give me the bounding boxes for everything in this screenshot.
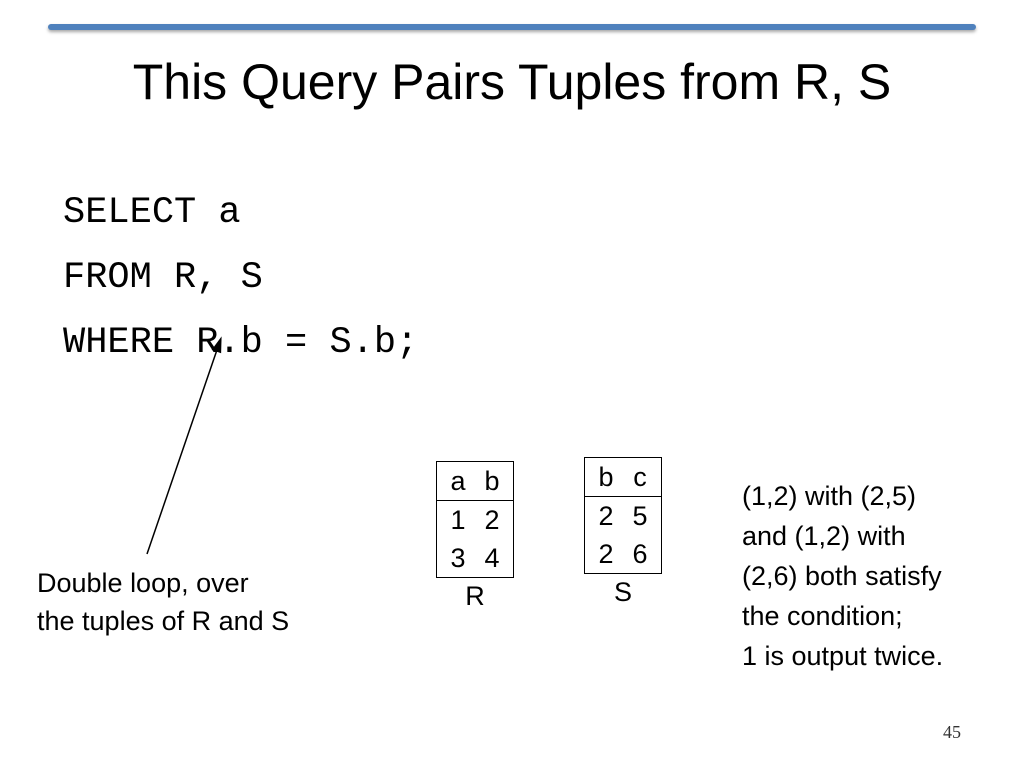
page-number: 45 xyxy=(943,722,961,742)
sql-line-where: WHERE R.b = S.b; xyxy=(63,322,419,364)
relation-s-cell: 5 xyxy=(632,501,648,531)
relation-s-header-cell: c xyxy=(633,462,647,492)
relation-s-cell: 2 xyxy=(598,539,614,569)
sql-line-select: SELECT a xyxy=(63,192,241,234)
explanation-line: 1 is output twice. xyxy=(742,641,944,671)
relation-r-table: a b 1 2 3 4 xyxy=(436,461,514,578)
relation-r-cell: 3 xyxy=(450,543,466,573)
annotation-line: the tuples of R and S xyxy=(37,606,290,636)
explanation-line: the condition; xyxy=(742,601,903,631)
explanation-text: (1,2) with (2,5) and (1,2) with (2,6) bo… xyxy=(742,476,943,676)
relation-r-cell: 4 xyxy=(484,543,500,573)
relation-s-table: b c 2 5 2 6 xyxy=(584,457,662,574)
relation-s-header-cell: b xyxy=(598,462,614,492)
relation-s-cell: 2 xyxy=(598,501,614,531)
relation-r-name: R xyxy=(465,581,485,611)
explanation-line: (1,2) with (2,5) xyxy=(742,481,917,511)
sql-line-from: FROM R, S xyxy=(63,257,263,299)
explanation-line: (2,6) both satisfy xyxy=(742,561,942,591)
relation-r-header-cell: b xyxy=(484,466,500,496)
relation-s-row: 2 5 xyxy=(585,497,661,535)
relation-r-header-row: a b xyxy=(437,462,513,501)
relation-r: a b 1 2 3 4 R xyxy=(436,461,514,614)
relation-s: b c 2 5 2 6 S xyxy=(584,457,662,610)
annotation-arrow-line xyxy=(146,343,220,555)
relation-s-header-row: b c xyxy=(585,458,661,497)
relation-r-cell: 2 xyxy=(484,505,500,535)
title-accent-rule xyxy=(48,24,976,30)
slide-title: This Query Pairs Tuples from R, S xyxy=(132,54,892,110)
relation-s-cell: 6 xyxy=(632,539,648,569)
relation-s-name: S xyxy=(613,577,632,607)
annotation-line: Double loop, over xyxy=(37,568,249,598)
annotation-double-loop: Double loop, over the tuples of R and S xyxy=(37,564,289,640)
explanation-line: and (1,2) with xyxy=(742,521,906,551)
relation-s-row: 2 6 xyxy=(585,535,661,573)
relation-r-row: 1 2 xyxy=(437,501,513,539)
relation-r-row: 3 4 xyxy=(437,539,513,577)
relation-r-header-cell: a xyxy=(450,466,466,496)
relation-r-cell: 1 xyxy=(450,505,466,535)
